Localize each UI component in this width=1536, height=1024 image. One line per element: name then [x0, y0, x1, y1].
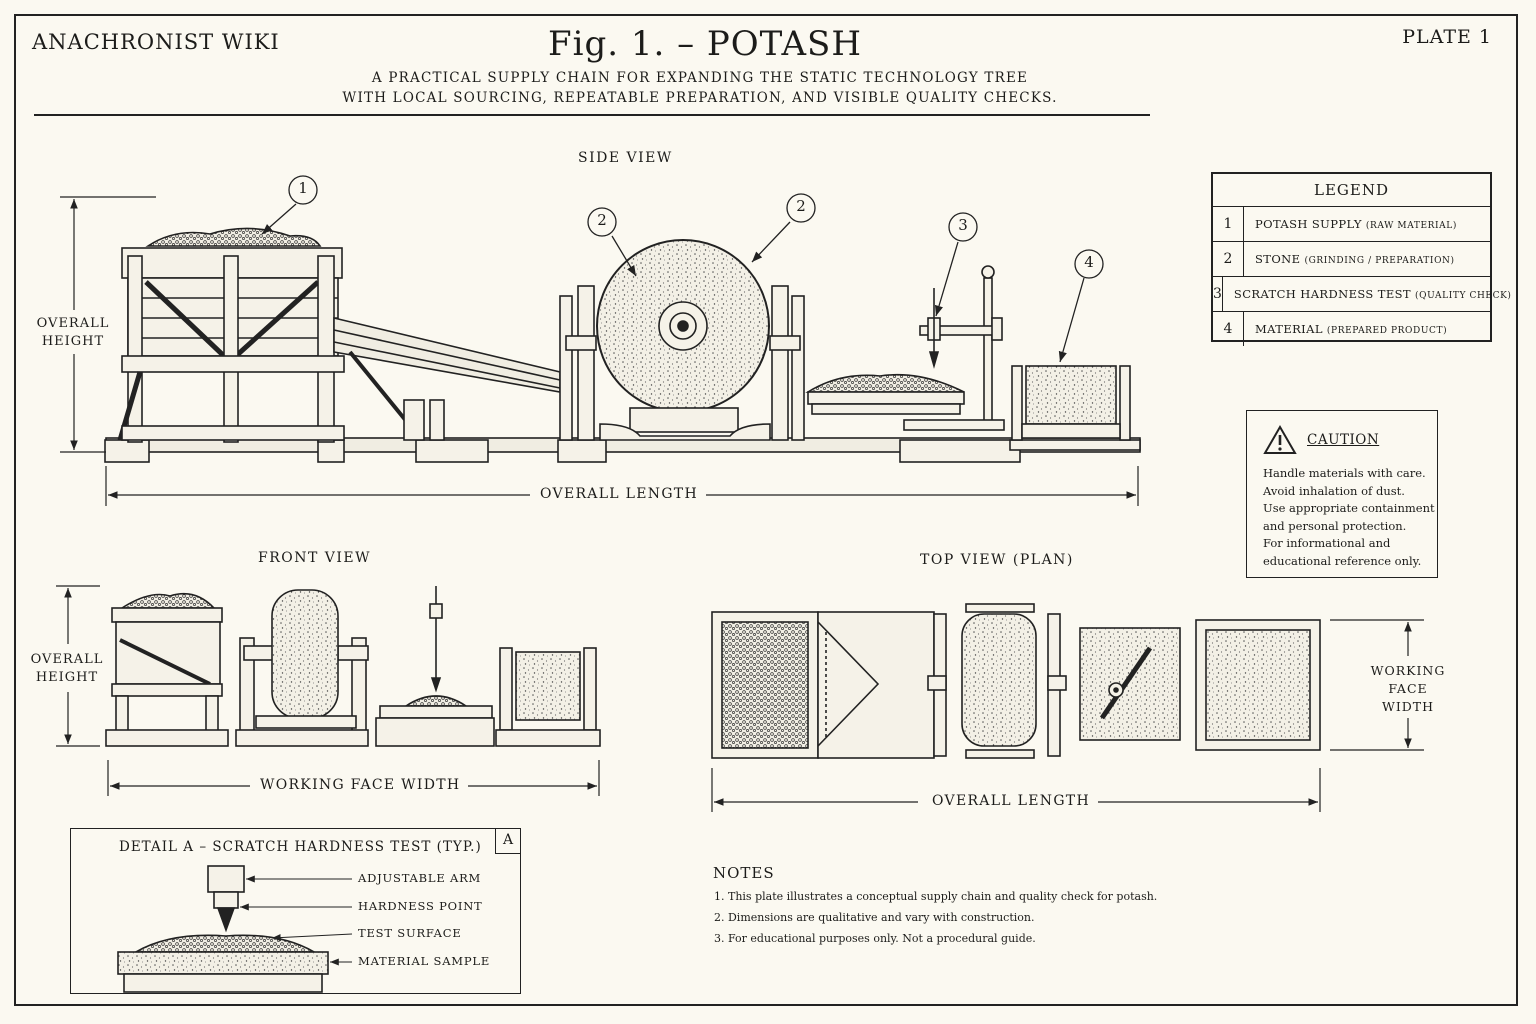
front-height-label-1: OVERALL	[30, 652, 104, 667]
legend-text: POTASH SUPPLY (RAW MATERIAL)	[1244, 207, 1457, 241]
balloon-2b	[786, 193, 816, 223]
top-width-label-3: WIDTH	[1381, 699, 1435, 714]
legend-row: 2 STONE (GRINDING / PREPARATION)	[1213, 242, 1490, 277]
balloon-4-number: 4	[1084, 253, 1094, 271]
callout-test-surface: TEST SURFACE	[358, 926, 462, 940]
legend-table: LEGEND 1 POTASH SUPPLY (RAW MATERIAL) 2 …	[1211, 172, 1511, 346]
header-rule	[34, 114, 1150, 116]
top-view-dimensions	[711, 619, 1424, 812]
caution-line: For informational and	[1263, 536, 1391, 551]
balloon-2b-number: 2	[796, 197, 806, 215]
legend-text: MATERIAL (PREPARED PRODUCT)	[1244, 312, 1447, 346]
front-height-label-2: HEIGHT	[35, 670, 99, 685]
legend-number: 2	[1213, 242, 1244, 276]
side-view-dimensions	[60, 196, 1139, 506]
warning-triangle-icon	[1263, 425, 1297, 454]
front-view-dimensions	[56, 585, 600, 796]
caution-box: CAUTION Handle materials with care. Avoi…	[1246, 410, 1438, 578]
caution-line: educational reference only.	[1263, 553, 1422, 568]
caution-line: Handle materials with care.	[1263, 466, 1426, 480]
balloon-3	[948, 212, 978, 242]
subtitle-line-2: WITH LOCAL SOURCING, REPEATABLE PREPARAT…	[342, 90, 1058, 106]
note-item: 3. For educational purposes only. Not a …	[714, 932, 1036, 945]
front-view-label: FRONT VIEW	[258, 550, 372, 566]
side-view-drawing	[104, 175, 1141, 463]
legend-note: (RAW MATERIAL)	[1365, 221, 1457, 231]
detail-a-tag: A	[495, 828, 521, 854]
front-height-label: OVERALL HEIGHT	[24, 651, 110, 687]
side-view-label: SIDE VIEW	[578, 150, 673, 166]
caution-title: CAUTION	[1307, 432, 1380, 448]
top-width-label: WORKING FACE WIDTH	[1364, 662, 1452, 716]
legend-text: SCRATCH HARDNESS TEST (QUALITY CHECK)	[1223, 277, 1512, 311]
legend-row: 1 POTASH SUPPLY (RAW MATERIAL)	[1213, 207, 1490, 242]
legend-note: (GRINDING / PREPARATION)	[1304, 256, 1455, 266]
legend-name: SCRATCH HARDNESS TEST	[1233, 287, 1411, 301]
legend-number: 1	[1213, 207, 1244, 241]
legend-number: 3	[1213, 277, 1223, 311]
hopper-drawing	[117, 227, 345, 443]
legend-row: 4 MATERIAL (PREPARED PRODUCT)	[1213, 312, 1490, 346]
balloon-2a	[587, 207, 617, 237]
top-view-drawing	[711, 603, 1321, 759]
hardness-tester-drawing	[903, 265, 1005, 431]
callout-material-sample: MATERIAL SAMPLE	[358, 954, 491, 968]
legend-note: (PREPARED PRODUCT)	[1326, 326, 1448, 336]
legend-name: POTASH SUPPLY	[1255, 217, 1362, 231]
legend-name: STONE	[1255, 252, 1301, 266]
caution-line: Use appropriate containment	[1263, 501, 1435, 516]
notes-title: NOTES	[713, 864, 775, 882]
balloon-2a-number: 2	[597, 211, 607, 229]
detail-a-title: DETAIL A – SCRATCH HARDNESS TEST (TYP.)	[119, 839, 482, 855]
millstone-drawing	[559, 239, 805, 441]
callout-adjustable-arm: ADJUSTABLE ARM	[358, 871, 482, 885]
legend-text: STONE (GRINDING / PREPARATION)	[1244, 242, 1455, 276]
balloon-4	[1074, 249, 1104, 279]
plate-number: PLATE 1	[1402, 26, 1492, 48]
top-width-label-1: WORKING	[1370, 663, 1446, 678]
top-view-label: TOP VIEW (PLAN)	[920, 552, 1074, 568]
note-item: 2. Dimensions are qualitative and vary w…	[714, 911, 1035, 924]
note-item: 1. This plate illustrates a conceptual s…	[714, 890, 1158, 903]
figure-title: Fig. 1. – POTASH	[548, 24, 862, 64]
detail-a-box: DETAIL A – SCRATCH HARDNESS TEST (TYP.) …	[70, 828, 521, 994]
wiki-name: ANACHRONIST WIKI	[32, 30, 280, 54]
caution-line: Avoid inhalation of dust.	[1263, 483, 1405, 498]
top-length-label: OVERALL LENGTH	[924, 793, 1098, 809]
detail-a-drawing	[117, 865, 353, 993]
balloon-3-number: 3	[958, 216, 968, 234]
plate-border	[14, 14, 1518, 1006]
output-bin-drawing	[1011, 365, 1131, 441]
legend-name: MATERIAL	[1255, 322, 1323, 336]
legend-note: (QUALITY CHECK)	[1415, 291, 1512, 301]
caution-header: CAUTION	[1263, 425, 1437, 455]
balloon-1	[288, 175, 318, 205]
caution-line: and personal protection.	[1263, 518, 1407, 533]
side-height-label: OVERALL HEIGHT	[30, 315, 116, 351]
legend-number: 4	[1213, 312, 1244, 346]
front-width-label: WORKING FACE WIDTH	[252, 777, 469, 793]
side-height-label-1: OVERALL	[36, 316, 110, 331]
legend-title: LEGEND	[1213, 174, 1490, 207]
side-length-label: OVERALL LENGTH	[532, 486, 706, 502]
side-height-label-2: HEIGHT	[41, 334, 105, 349]
subtitle-line-1: A PRACTICAL SUPPLY CHAIN FOR EXPANDING T…	[371, 70, 1029, 86]
top-width-label-2: FACE	[1388, 681, 1428, 696]
callout-hardness-point: HARDNESS POINT	[358, 899, 483, 913]
front-view-drawing	[105, 586, 601, 747]
legend-row: 3 SCRATCH HARDNESS TEST (QUALITY CHECK)	[1213, 277, 1511, 312]
balloon-1-number: 1	[298, 179, 308, 197]
